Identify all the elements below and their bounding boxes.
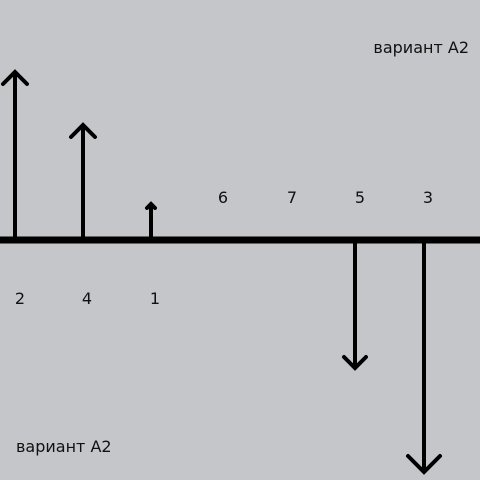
variant-caption-top: вариант A2: [373, 38, 469, 57]
arrow-label-2: 2: [15, 289, 25, 308]
arrow-label-4: 4: [82, 289, 92, 308]
arrow-label-1: 1: [150, 289, 160, 308]
arrow-label-6: 6: [218, 188, 228, 207]
arrow-5-head: [342, 355, 368, 371]
arrow-2-head: [1, 69, 29, 86]
arrow-label-7: 7: [287, 188, 297, 207]
arrow-4-head: [69, 122, 97, 139]
arrow-1-head: [145, 201, 157, 210]
arrow-label-3: 3: [423, 188, 433, 207]
arrow-3-head: [406, 454, 442, 475]
arrow-label-5: 5: [355, 188, 365, 207]
variant-caption-bottom: вариант A2: [16, 437, 112, 456]
